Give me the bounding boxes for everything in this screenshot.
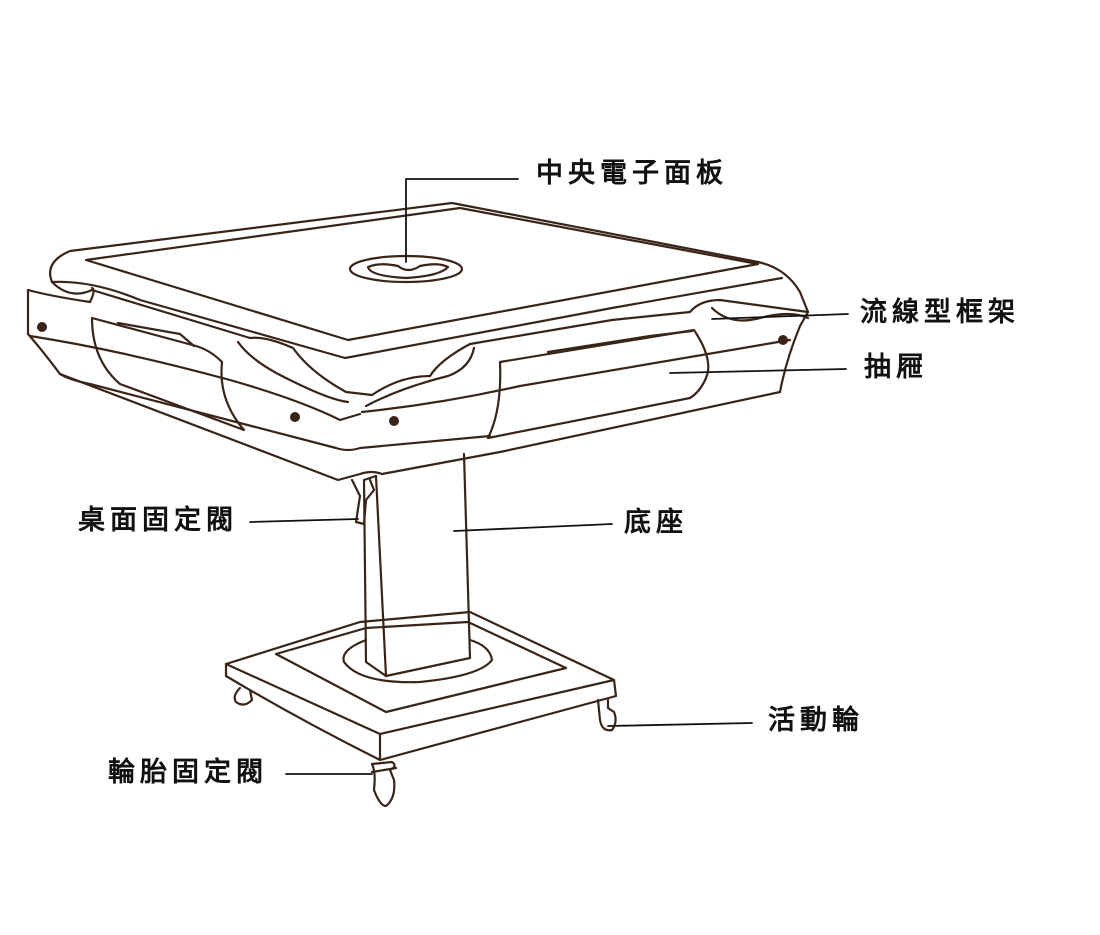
column-left-face [362,474,388,678]
base-side [224,662,618,762]
label-drawer: 抽屜 [864,352,928,383]
wheel-lock-tab [370,766,398,774]
table-top [49,201,810,397]
label-tabletop-lock: 桌面固定閥 [78,505,238,536]
leader-lines [249,178,849,775]
base-column-ring [342,638,494,684]
frame-apron [26,286,810,482]
leader-tabletop-lock [249,518,359,523]
column-front [374,452,472,678]
wheel-back-left [233,686,254,706]
label-streamlined-frame: 流線型框架 [860,297,1020,328]
leader-caster [607,722,753,727]
label-base: 底座 [624,507,688,538]
wheel-right-caster [596,698,617,732]
leader-base [453,523,613,532]
pedestal-column [350,452,472,678]
center-panel-dice-well [366,263,450,280]
frame-top-edge-left [26,286,95,304]
rivet-dot [290,412,300,422]
base [224,610,618,762]
rivet-dot [37,322,47,332]
frame-inner-line-right [360,338,792,414]
drawer-right-handle [546,329,694,354]
wheel-front-lock [370,760,396,808]
label-wheel-lock: 輪胎固定閥 [108,757,268,788]
leader-drawer [669,368,847,374]
tabletop-lock-latch [350,478,376,526]
base-top [224,610,616,736]
rivet-dot [778,335,788,345]
leader-center-panel [405,178,519,263]
drawer-left-handle [116,321,196,348]
frame-bottom-edge [58,372,492,452]
tabletop-outer-rim [49,201,810,397]
label-center-panel: 中央電子面板 [536,158,728,189]
base-top-inner [274,620,568,714]
frame-corner-center [364,346,476,408]
drawer-right [486,328,710,440]
rivet-dot [389,416,399,426]
frame-left-face [26,288,810,482]
drawer-left [90,316,246,432]
leader-frame [711,313,849,320]
frame-corner-left [236,340,350,404]
wheels [233,686,617,808]
tabletop-rim-line [50,276,784,360]
tabletop-inner-border [84,206,760,342]
frame-rivets [37,322,788,426]
label-caster: 活動輪 [768,705,864,736]
